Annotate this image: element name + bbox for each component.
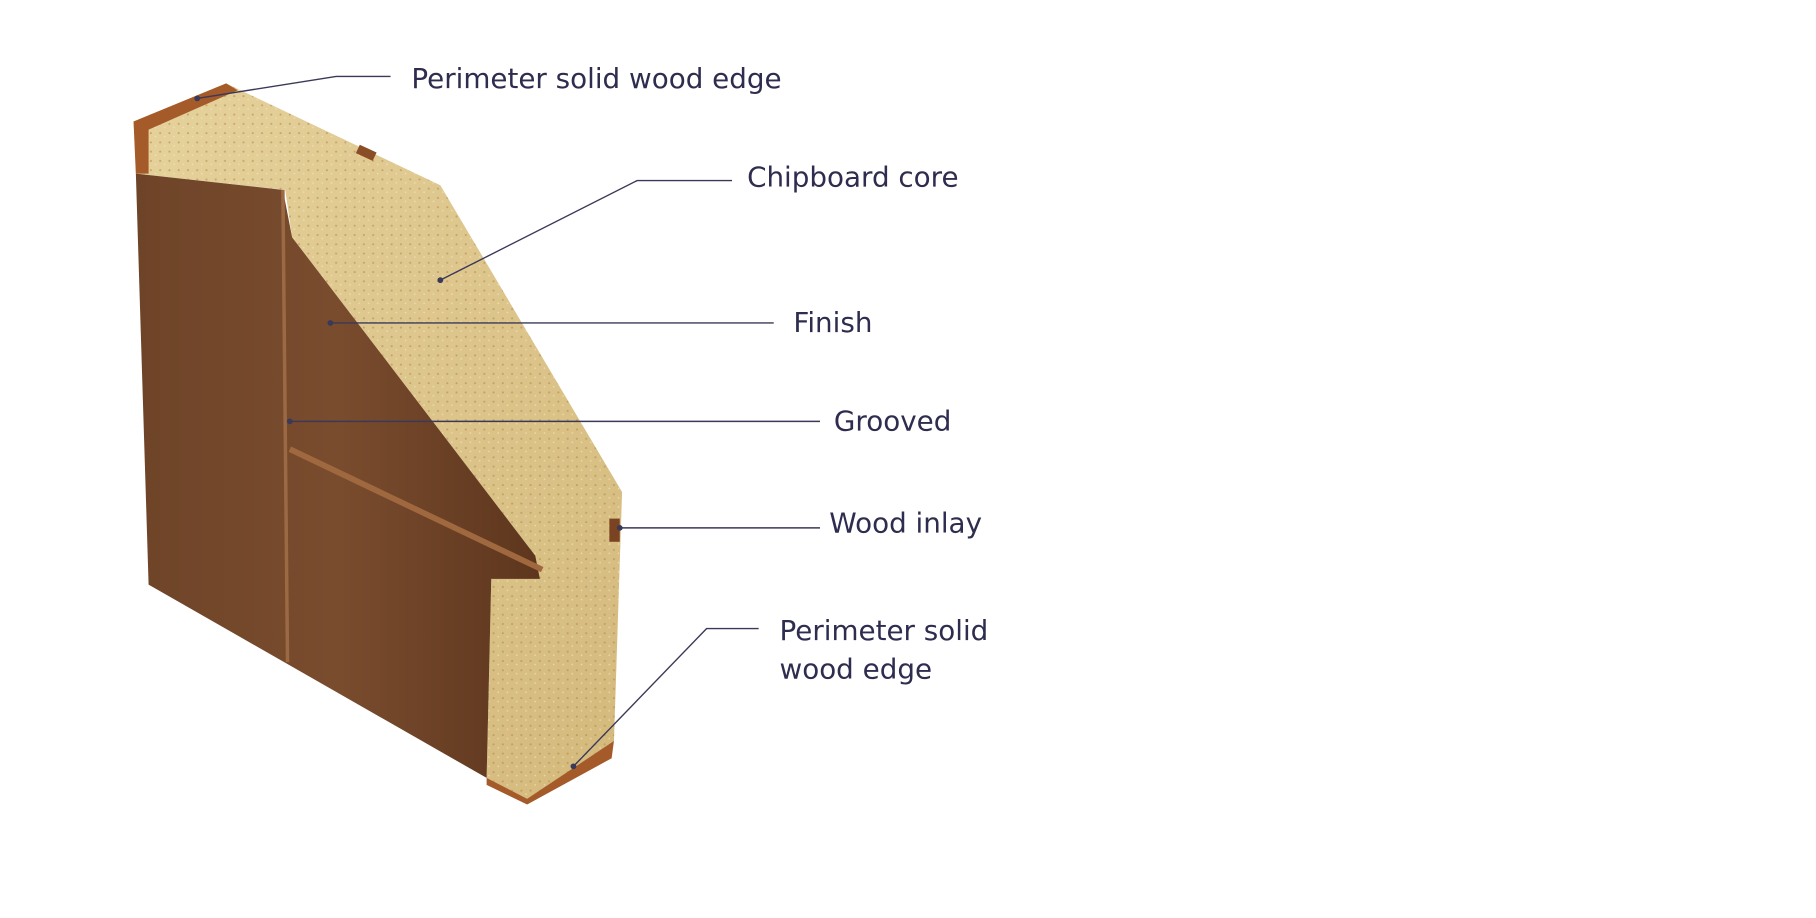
label-bottom-perimeter-edge-line2: wood edge xyxy=(780,652,933,685)
wood-inlay-strip xyxy=(609,518,620,542)
label-grooved: Grooved xyxy=(834,405,951,438)
groove-vertical xyxy=(281,189,290,663)
door-illustration xyxy=(133,83,623,805)
label-wood-inlay: Wood inlay xyxy=(829,507,982,540)
leader-lines xyxy=(194,75,821,770)
label-chipboard-core: Chipboard core xyxy=(747,160,958,193)
label-bottom-perimeter-edge-line1: Perimeter solid xyxy=(780,614,989,647)
label-top-perimeter-edge: Perimeter solid wood edge xyxy=(411,62,781,95)
groove-diagonal xyxy=(288,446,544,573)
label-finish: Finish xyxy=(793,306,872,339)
wood-finish-face xyxy=(135,173,540,778)
bottom-edge-strip xyxy=(486,740,614,805)
top-edge-strip xyxy=(133,83,238,174)
